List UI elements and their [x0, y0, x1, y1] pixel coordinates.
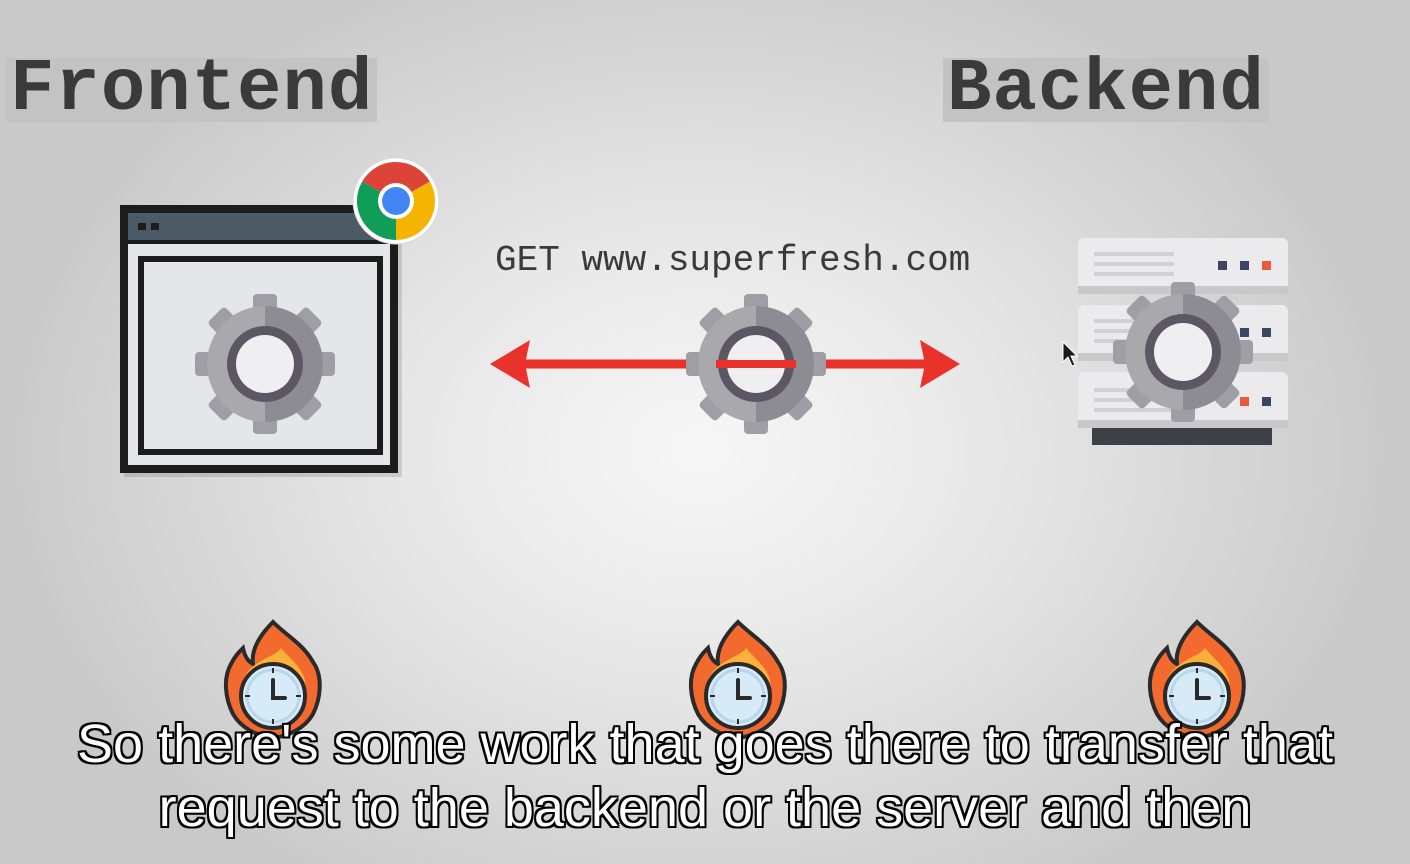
- backend-gear-icon: [1113, 282, 1253, 422]
- frontend-label: Frontend: [6, 53, 378, 127]
- subtitle: So there's some work that goes there to …: [0, 712, 1410, 840]
- frontend-gear-icon: [195, 294, 335, 434]
- subtitle-line-2: request to the backend or the server and…: [158, 778, 1252, 838]
- mouse-cursor-icon: [1062, 340, 1079, 367]
- request-text: GET www.superfresh.com: [495, 240, 971, 281]
- transfer-gear-icon: [686, 294, 826, 434]
- backend-label: Backend: [943, 53, 1269, 127]
- chrome-icon: [352, 157, 440, 245]
- subtitle-line-1: So there's some work that goes there to …: [77, 714, 1333, 774]
